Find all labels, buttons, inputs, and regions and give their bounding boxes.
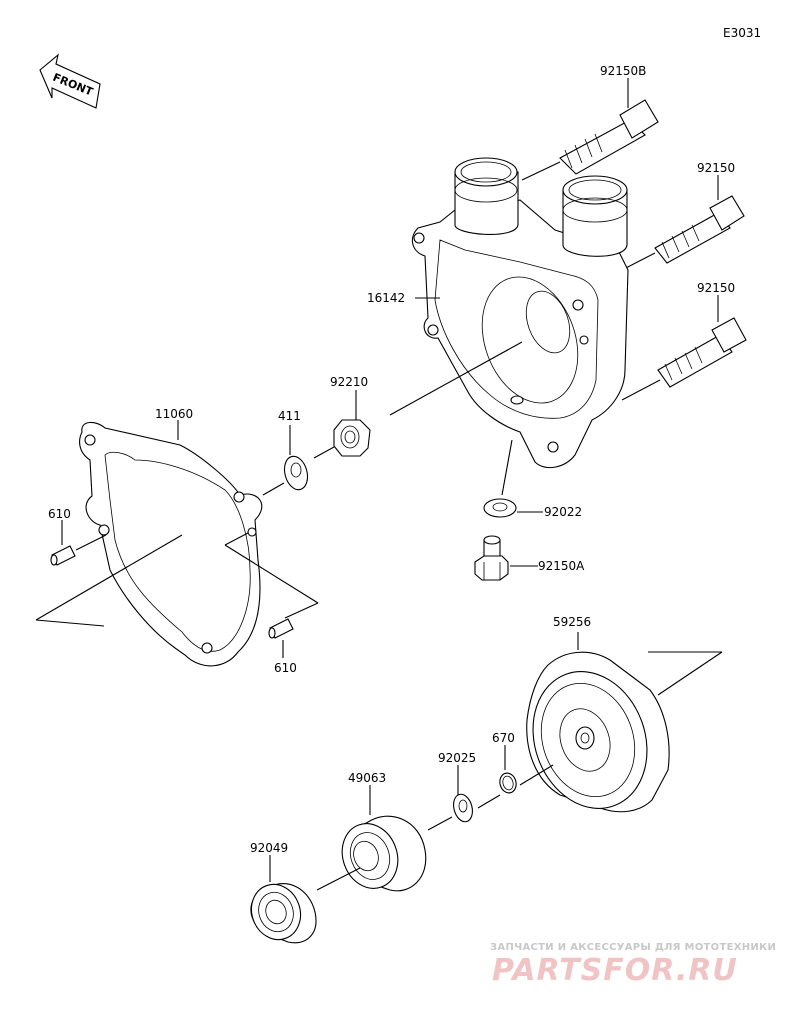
oring-670 xyxy=(477,745,517,809)
front-arrow-icon: FRONT xyxy=(39,53,101,109)
bolt-92150b xyxy=(521,78,659,181)
label-11060: 11060 xyxy=(155,407,193,421)
label-16142: 16142 xyxy=(367,291,405,305)
washer-92025 xyxy=(427,765,473,831)
label-49063: 49063 xyxy=(348,771,386,785)
washer-92022 xyxy=(483,439,543,518)
label-59256: 59256 xyxy=(553,615,591,629)
bolt-92150-lower xyxy=(621,295,747,401)
bolt-92150-upper xyxy=(621,175,745,271)
label-610-bottom: 610 xyxy=(274,661,297,675)
seal-49063 xyxy=(316,785,427,892)
water-pump-cover xyxy=(389,157,629,469)
washer-411 xyxy=(262,425,309,496)
label-92150-lower: 92150 xyxy=(697,281,735,295)
label-610-left: 610 xyxy=(48,507,71,521)
impeller-59256 xyxy=(519,632,723,813)
label-411: 411 xyxy=(278,409,301,423)
watermark-caption: ЗАПЧАСТИ И АКСЕССУАРЫ ДЛЯ МОТОТЕХНИКИ xyxy=(490,942,776,953)
diagram-code: E3031 xyxy=(723,26,761,40)
drain-bolt-92150a xyxy=(474,535,538,581)
nut-92210 xyxy=(313,390,371,459)
dowel-pin-bottom xyxy=(268,618,294,658)
label-92150-upper: 92150 xyxy=(697,161,735,175)
label-92049: 92049 xyxy=(250,841,288,855)
label-670: 670 xyxy=(492,731,515,745)
dowel-pin-left xyxy=(50,520,107,566)
bearing-92049 xyxy=(250,855,317,944)
label-92150b: 92150B xyxy=(600,64,646,78)
label-92150a: 92150A xyxy=(538,559,585,573)
label-92025: 92025 xyxy=(438,751,476,765)
label-92022: 92022 xyxy=(544,505,582,519)
gasket-11060 xyxy=(35,420,319,667)
label-92210: 92210 xyxy=(330,375,368,389)
watermark-logo: PARTSFOR.RU xyxy=(492,953,738,988)
